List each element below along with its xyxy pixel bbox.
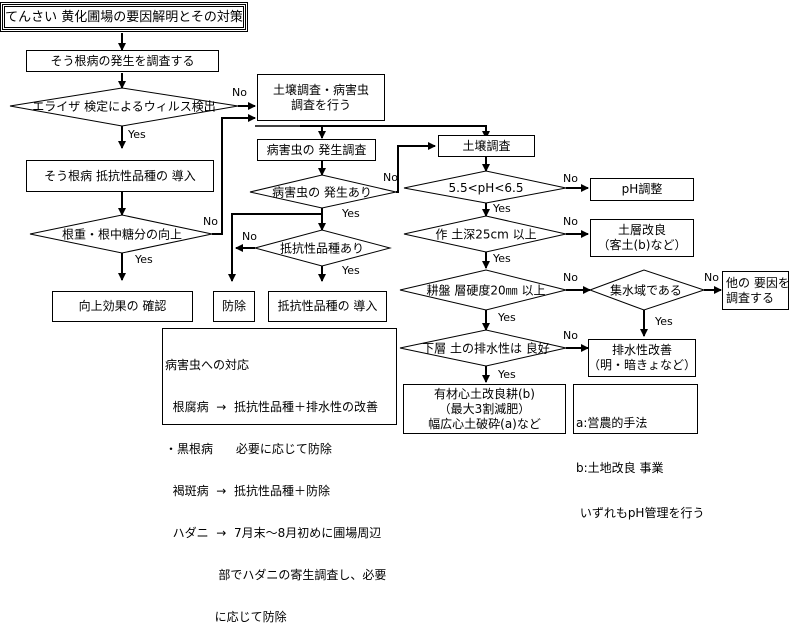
legend-line: いずれもpH管理を行う <box>576 506 705 520</box>
label-yes-catchment: Yes <box>655 315 673 328</box>
node-text: 防除 <box>221 299 246 313</box>
diamond-pest-occurred <box>249 174 397 209</box>
node-text-line2: 調査する <box>726 290 775 305</box>
node-text-line2: （明・暗きょなど） <box>588 358 697 372</box>
legend-line: a:営農的手法 <box>576 416 648 430</box>
diamond-label-subsoil-drainage: 下層 土の排水性は 良好 <box>422 341 550 356</box>
diamond-root-weight <box>29 214 213 254</box>
title-text: てんさい 黄化圃場の要因解明とその対策 <box>5 9 243 25</box>
label-yes-depth: Yes <box>493 252 511 265</box>
pest-note-line: ハダニ → 7月末～8月初めに圃場周辺 <box>165 526 382 540</box>
node-text-line2: （最大3割減肥） <box>438 401 531 416</box>
label-no-ph: No <box>563 172 578 185</box>
diamond-topsoil-depth <box>403 215 567 253</box>
flowchart-connectors <box>9 33 722 383</box>
node-text: そう根病 抵抗性品種の 導入 <box>44 168 196 183</box>
diamond-label-ph: 5.5<pH<6.5 <box>448 181 524 195</box>
label-yes-resistant: Yes <box>342 264 360 277</box>
label-yes-drainage: Yes <box>498 368 516 381</box>
node-ph-adjust: pH調整 <box>590 178 694 201</box>
diamond-elisa <box>9 87 239 127</box>
diamond-catchment <box>588 269 706 311</box>
pest-note-heading: 病害虫への対応 <box>165 358 250 372</box>
node-text-line1: 排水性改善 <box>611 343 672 357</box>
node-text: pH調整 <box>621 182 663 196</box>
node-investigate-other: 他の 要因を 調査する <box>722 271 790 310</box>
label-no-catchment: No <box>704 271 719 284</box>
node-text: そう根病の発生を調査する <box>50 53 195 68</box>
arrow-rootweight-no <box>212 114 256 235</box>
node-text: 病害虫の 発生調査 <box>266 142 367 157</box>
flowchart-title: てんさい 黄化圃場の要因解明とその対策 <box>0 2 248 32</box>
label-yes-root-weight: Yes <box>135 253 153 266</box>
node-text: 抵抗性品種の 導入 <box>277 299 378 313</box>
node-control: 防除 <box>213 291 255 322</box>
label-no-depth: No <box>563 215 578 228</box>
node-text: 土壌調査 <box>462 138 511 153</box>
label-yes-elisa: Yes <box>128 128 146 141</box>
node-drainage-improve: 排水性改善 （明・暗きょなど） <box>588 339 696 377</box>
label-no-elisa: No <box>232 86 247 99</box>
label-no-hardpan: No <box>563 271 578 284</box>
diamond-hardpan <box>399 269 567 311</box>
node-subsoil-plow: 有材心土改良耕(b) （最大3割減肥） 幅広心土破砕(a)など <box>403 384 566 434</box>
pest-note-line: 部でハダニの寄生調査し、必要 <box>165 568 387 582</box>
diamond-label-topsoil-depth: 作 土深25cm 以上 <box>435 227 537 242</box>
diamond-label-hardpan: 耕盤 層硬度20㎜ 以上 <box>426 283 546 298</box>
label-no-drainage: No <box>563 329 578 342</box>
node-text-line1: 土壌調査・病害虫 <box>272 82 369 97</box>
diamond-ph <box>403 170 567 204</box>
node-introduce-resistant: 抵抗性品種の 導入 <box>268 291 387 322</box>
label-no-pest-occurred: No <box>383 171 398 184</box>
label-yes-pest-occurred: Yes <box>342 207 360 220</box>
pest-note-line: ・黒根病 必要に応じて防除 <box>165 442 332 456</box>
node-soil-survey: 土壌調査 <box>438 135 535 157</box>
node-resistant-variety-rhizomania: そう根病 抵抗性品種の 導入 <box>26 160 214 192</box>
arrow-pest-no <box>396 142 436 193</box>
pest-response-note: 病害虫への対応 根腐病 → 抵抗性品種＋排水性の改善 ・黒根病 必要に応じて防除… <box>162 328 397 624</box>
node-soil-layer-improve: 土層改良 （客土(b)など） <box>590 219 694 257</box>
pest-note-line: に応じて防除 <box>165 610 287 624</box>
label-yes-ph: Yes <box>493 202 511 215</box>
node-text-line2: 調査を行う <box>290 97 351 112</box>
diamond-label-elisa: エライザ 検定によるウィルス検出 <box>32 99 216 114</box>
node-text-line1: 他の 要因を <box>726 275 790 290</box>
node-text-line1: 有材心土改良耕(b) <box>434 386 535 401</box>
label-no-root-weight: No <box>203 215 218 228</box>
node-pest-occurrence-survey: 病害虫の 発生調査 <box>257 139 376 161</box>
node-confirm-effect: 向上効果の 確認 <box>52 291 193 322</box>
node-text-line3: 幅広心土破砕(a)など <box>428 416 541 431</box>
legend-line: b:土地改良 事業 <box>576 461 664 475</box>
node-text-line1: 土層改良 <box>617 223 666 237</box>
diamond-label-root-weight: 根重・根中糖分の向上 <box>61 227 183 242</box>
diamond-label-pest-occurred: 病害虫の 発生あり <box>272 185 372 200</box>
label-yes-hardpan: Yes <box>498 311 516 324</box>
diamond-resistant-exists <box>253 229 392 267</box>
node-survey-root-rot: そう根病の発生を調査する <box>26 50 219 72</box>
node-text-line2: （客土(b)など） <box>597 238 687 252</box>
pest-note-line: 褐斑病 → 抵抗性品種＋防除 <box>165 484 330 498</box>
legend-note: a:営農的手法 b:土地改良 事業 いずれもpH管理を行う <box>573 384 704 520</box>
diamond-subsoil-drainage <box>399 329 567 367</box>
node-soil-pest-survey: 土壌調査・病害虫 調査を行う <box>257 74 385 121</box>
diamond-label-catchment: 集水域である <box>610 283 682 298</box>
pest-note-line: 根腐病 → 抵抗性品種＋排水性の改善 <box>165 400 378 414</box>
label-no-resistant: No <box>242 230 257 243</box>
node-text: 向上効果の 確認 <box>78 299 167 313</box>
diamond-label-resistant-exists: 抵抗性品種あり <box>279 241 365 256</box>
